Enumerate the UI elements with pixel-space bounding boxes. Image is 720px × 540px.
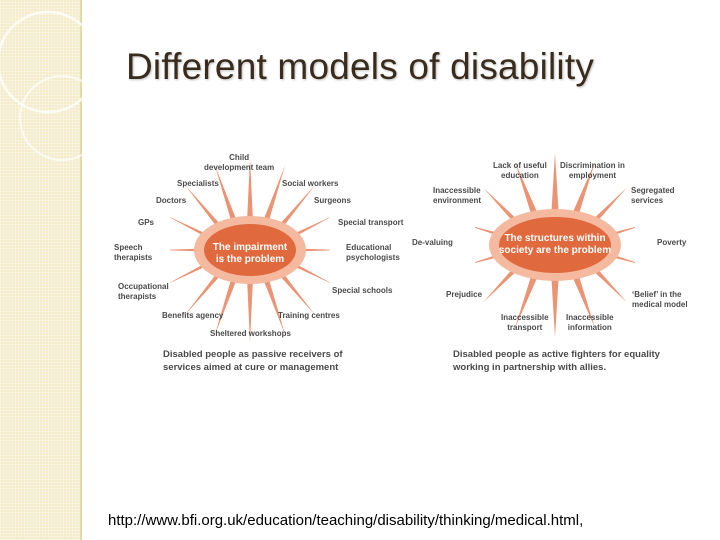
label-prejudice: Prejudice [446, 290, 483, 299]
medical-ray [246, 158, 254, 234]
label-gps: GPs [138, 218, 155, 227]
label-specialists: Specialists [177, 179, 219, 188]
label-training-centres: Training centres [278, 311, 340, 320]
medical-model-sunburst [170, 158, 330, 342]
label-poverty: Poverty [657, 238, 687, 247]
label-de-valuing: De-valuing [412, 238, 453, 247]
social-hub [499, 217, 611, 273]
label-social-workers: Social workers [282, 179, 339, 188]
side-strip-edge [80, 0, 82, 540]
label-special-transport: Special transport [338, 218, 404, 227]
medical-hub [204, 224, 296, 276]
label-doctors: Doctors [156, 196, 187, 205]
label-benefits-agency: Benefits agency [162, 311, 224, 320]
label-special-schools: Special schools [332, 286, 393, 295]
label-surgeons: Surgeons [314, 196, 351, 205]
medical-ray [246, 266, 254, 342]
label-sheltered-workshops: Sheltered workshops [210, 329, 291, 338]
slide-title: Different models of disability [125, 46, 595, 87]
social-model-sunburst [475, 153, 635, 337]
source-url: http://www.bfi.org.uk/education/teaching… [108, 512, 584, 529]
social-model-caption: Disabled people as active fighters for e… [453, 349, 660, 373]
